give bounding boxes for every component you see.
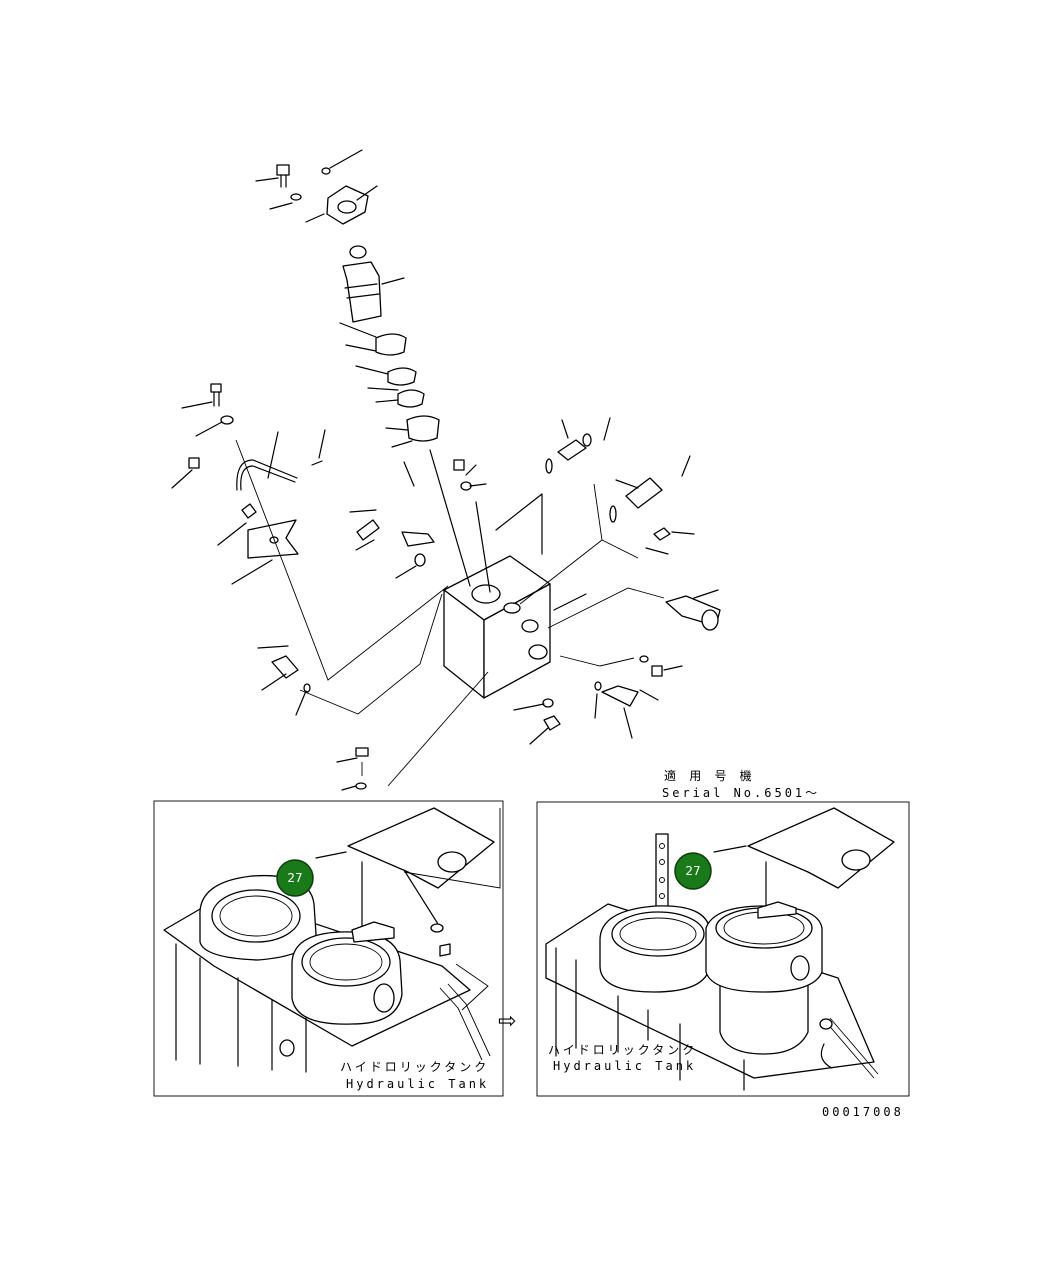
left-tank-label-en: Hydraulic Tank: [346, 1077, 489, 1091]
right-fittings-group: [545, 417, 721, 739]
left-tank-label-jp: ハイドロリックタンク: [340, 1060, 489, 1074]
right-panel-border: [536, 801, 910, 1097]
transition-arrow-icon: ⇨: [498, 1009, 516, 1034]
exploded-view: [171, 149, 721, 791]
left-panel: 27 ハイドロリックタンク Hydraulic Tank: [153, 800, 504, 1097]
right-tank-label-en: Hydraulic Tank: [553, 1059, 696, 1073]
leader-lines: [235, 439, 665, 791]
callout-27-left: 27: [276, 859, 314, 897]
left-panel-border: [153, 800, 504, 1097]
callout-27-right: 27: [674, 852, 712, 890]
top-flange-group: [255, 149, 378, 225]
right-panel: 適 用 号 機 Serial No.6501～ 27: [536, 768, 910, 1097]
callout-number: 27: [287, 871, 302, 885]
serial-heading: 適 用 号 機: [664, 768, 755, 783]
right-tank-label-jp: ハイドロリックタンク: [548, 1043, 697, 1057]
left-bracket-group: [171, 383, 326, 585]
manifold-block: [349, 449, 587, 699]
callout-number: 27: [685, 864, 700, 878]
serial-range: Serial No.6501～: [662, 786, 820, 800]
lower-left-fittings: [257, 645, 561, 745]
drawing-number: 00017008: [822, 1105, 904, 1119]
filter-cartridge-column: [339, 245, 440, 448]
